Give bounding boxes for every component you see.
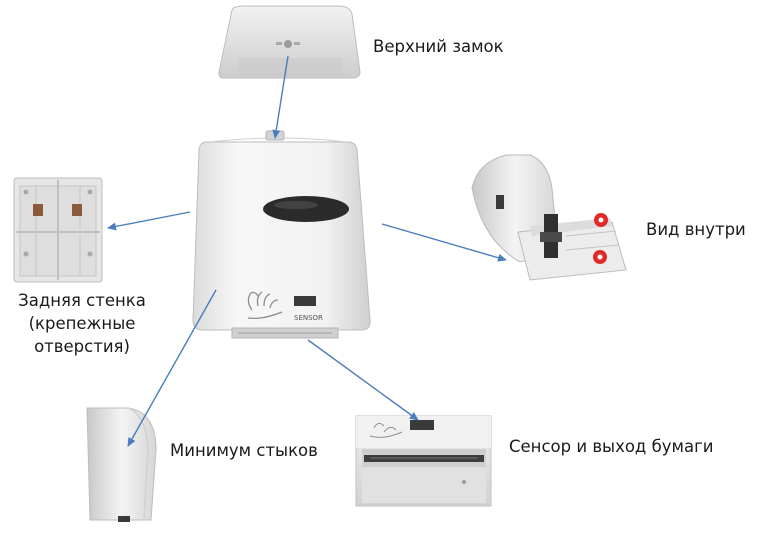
label-back-wall-line2: (крепежные xyxy=(28,314,136,333)
inside-view-image xyxy=(471,154,627,281)
arrow-to-sensor xyxy=(307,339,419,421)
arrows xyxy=(107,55,507,447)
red-knob-bottom-icon xyxy=(593,250,607,264)
label-inside-view: Вид внутри xyxy=(646,220,746,239)
sensor-text: SENSOR xyxy=(294,314,323,322)
sensor-closeup-image xyxy=(355,415,492,507)
hand-wave-icon xyxy=(247,291,283,320)
arrow-to-back-wall xyxy=(107,211,191,231)
side-view-image xyxy=(86,407,157,522)
arrow-to-top-lock xyxy=(272,55,289,139)
arrow-to-inside-view xyxy=(381,223,507,262)
label-back-wall: Задняя стенка (крепежные отверстия) xyxy=(7,289,157,358)
label-back-wall-line3: отверстия) xyxy=(34,337,130,356)
main-dispenser-image: SENSOR xyxy=(192,130,371,339)
top-lock-image xyxy=(218,5,361,79)
label-top-lock: Верхний замок xyxy=(373,37,504,56)
label-min-joints: Минимум стыков xyxy=(170,441,318,460)
red-knob-top-icon xyxy=(594,213,608,227)
back-wall-image xyxy=(13,177,103,283)
label-sensor-exit: Сенсор и выход бумаги xyxy=(509,437,714,456)
arrow-to-side-view xyxy=(127,289,217,447)
label-back-wall-line1: Задняя стенка xyxy=(18,291,146,310)
